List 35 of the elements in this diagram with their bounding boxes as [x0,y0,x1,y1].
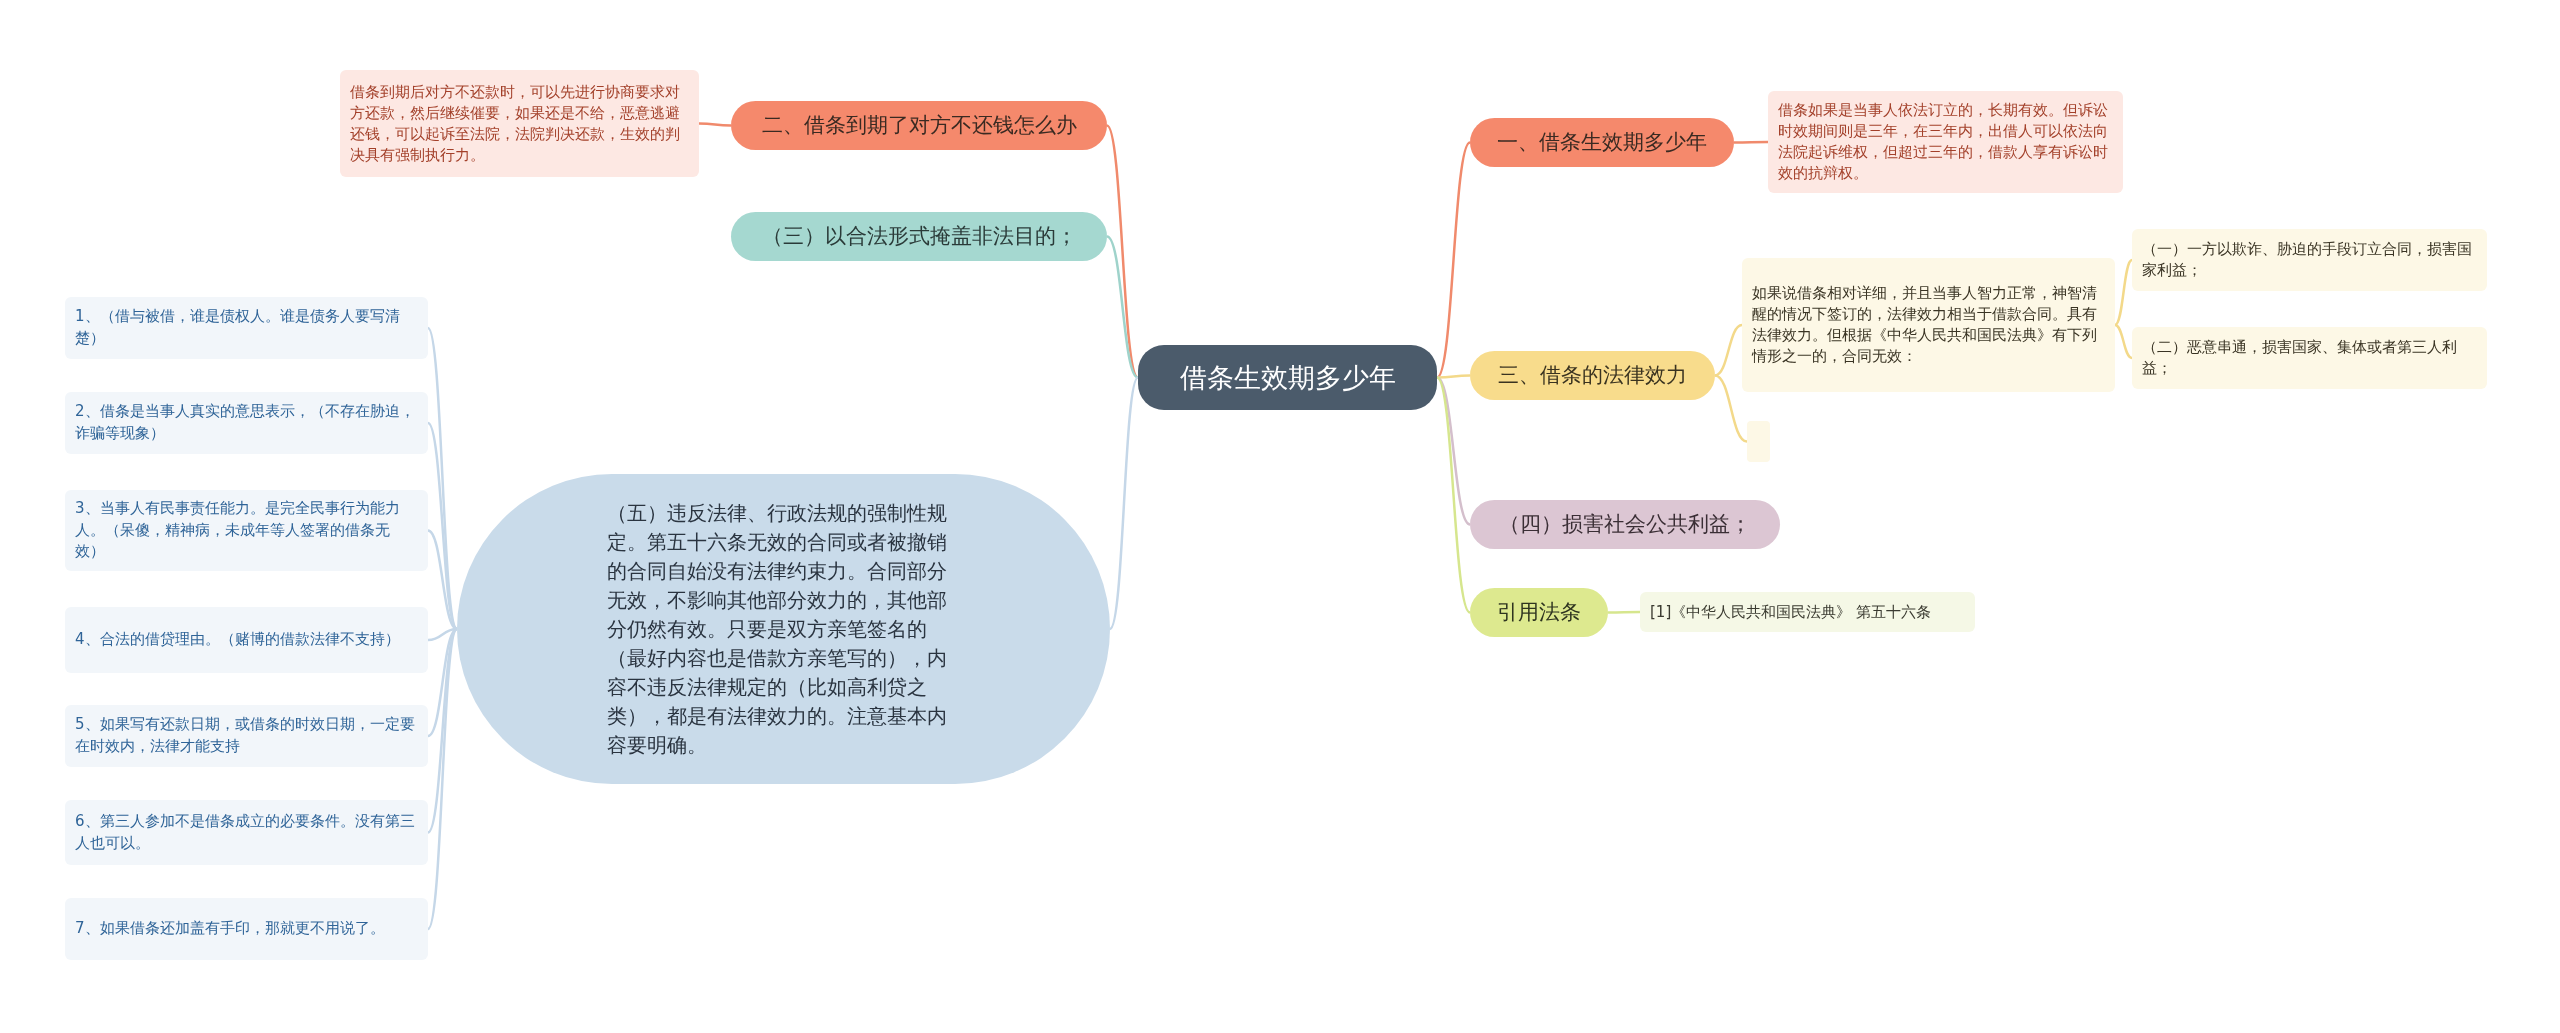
connector-line [2114,323,2133,360]
list-card: 1、（借与被借，谁是债权人。谁是债务人要写清楚） [65,297,428,359]
note-card: 借条到期后对方不还款时，可以先进行协商要求对方还款，然后继续催要，如果还是不给，恶意逃避还钱，可以起诉至法院，法院判决还款，生效的判决具有强制执行力。 [340,70,699,177]
note-card: 如果说借条相对详细，并且当事人智力正常，神智清醒的情况下签订的，法律效力相当于借款合同。具有法律效力。但根据《中华人民共和国民法典》有下列情形之一的，合同无效： [1742,258,2115,392]
connector-line [1714,323,1743,377]
topic-pill: （四）损害社会公共利益； [1470,500,1780,549]
connector-line [1436,376,1471,526]
topic-pill: 一、借条生效期多少年 [1470,118,1734,167]
empty-box [1747,421,1770,462]
connector-line [1108,376,1140,630]
list-card: 4、合法的借贷理由。（赌博的借款法律不支持） [65,607,428,673]
connector-line [1436,376,1471,614]
note-card: （二）恶意串通，损害国家、集体或者第三人利益； [2132,327,2487,389]
list-card: 6、第三人参加不是借条成立的必要条件。没有第三人也可以。 [65,800,428,865]
topic-pill: 引用法条 [1470,588,1608,637]
connector-line [699,122,731,127]
connector-line [1714,374,1748,443]
connector-line [1106,235,1139,379]
connector-line [1436,141,1471,379]
list-card: 5、如果写有还款日期，或借条的时效日期，一定要在时效内，法律才能支持 [65,705,428,767]
topic-pill: 二、借条到期了对方不还钱怎么办 [731,101,1107,150]
note-card: （一）一方以欺诈、胁迫的手段订立合同，损害国家利益； [2132,229,2487,291]
central-topic: 借条生效期多少年 [1138,345,1437,410]
topic-pill: 三、借条的法律效力 [1470,351,1715,400]
list-card: 7、如果借条还加盖有手印，那就更不用说了。 [65,898,428,960]
reference-card: [1]《中华人民共和国民法典》 第五十六条 [1640,592,1975,632]
connector-line [1734,140,1768,144]
note-card: 借条如果是当事人依法订立的，长期有效。但诉讼时效期间则是三年，在三年内，出借人可以依法向法院起诉维权，但超过三年的，借款人享有诉讼时效的抗辩权。 [1768,91,2123,193]
list-card: 3、当事人有民事责任能力。是完全民事行为能力人。（呆傻，精神病，未成年等人签署的借条无效） [65,490,428,571]
connector-line [1608,610,1640,614]
connector-line [1437,374,1470,379]
list-card: 2、借条是当事人真实的意思表示，（不存在胁迫，诈骗等现象） [65,392,428,454]
connector-line [426,628,459,930]
connector-line [2114,259,2133,326]
topic-pill: （三）以合法形式掩盖非法目的； [731,212,1107,261]
